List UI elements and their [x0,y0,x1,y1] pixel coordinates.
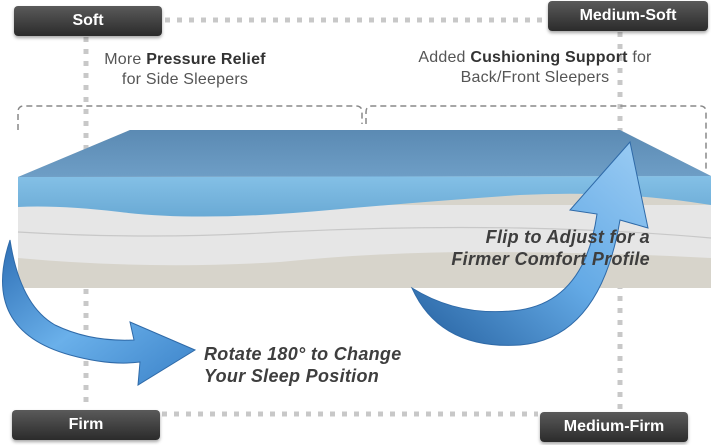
caption-rotate-line1: Rotate 180° to Change [204,344,402,364]
mattress-foam-side [18,176,711,217]
note-cushioning-support: Added Cushioning Support for Back/Front … [390,48,680,88]
label-firm: Firm [12,410,160,440]
rotate-arrow-icon [2,239,197,386]
mattress [17,130,711,288]
note-left-line2: for Side Sleepers [121,71,249,88]
bracket-left [17,105,363,130]
note-right-prefix: Added [418,49,471,66]
label-medium-firm: Medium-Firm [540,412,688,442]
note-left-prefix: More [104,51,147,68]
zone-brackets [17,105,707,170]
caption-flip: Flip to Adjust for a Firmer Comfort Prof… [410,226,650,270]
note-left-bold: Pressure Relief [146,51,266,68]
caption-flip-line1: Flip to Adjust for a [485,227,650,247]
label-soft: Soft [14,6,162,36]
note-right-bold: Cushioning Support [470,49,628,66]
mattress-foam-top [18,130,711,177]
label-medium-soft: Medium-Soft [548,1,708,31]
caption-flip-line2: Firmer Comfort Profile [451,249,650,269]
note-pressure-relief: More Pressure Relief for Side Sleepers [70,50,300,90]
flip-arrow-icon [410,140,649,346]
dotted-frame [83,17,623,417]
caption-rotate: Rotate 180° to Change Your Sleep Positio… [204,343,464,387]
mattress-middle-layer [18,205,711,266]
bracket-right [365,105,707,170]
note-right-line2: Back/Front Sleepers [460,69,610,86]
caption-rotate-line2: Your Sleep Position [204,366,380,386]
note-right-suffix: for [627,49,652,66]
